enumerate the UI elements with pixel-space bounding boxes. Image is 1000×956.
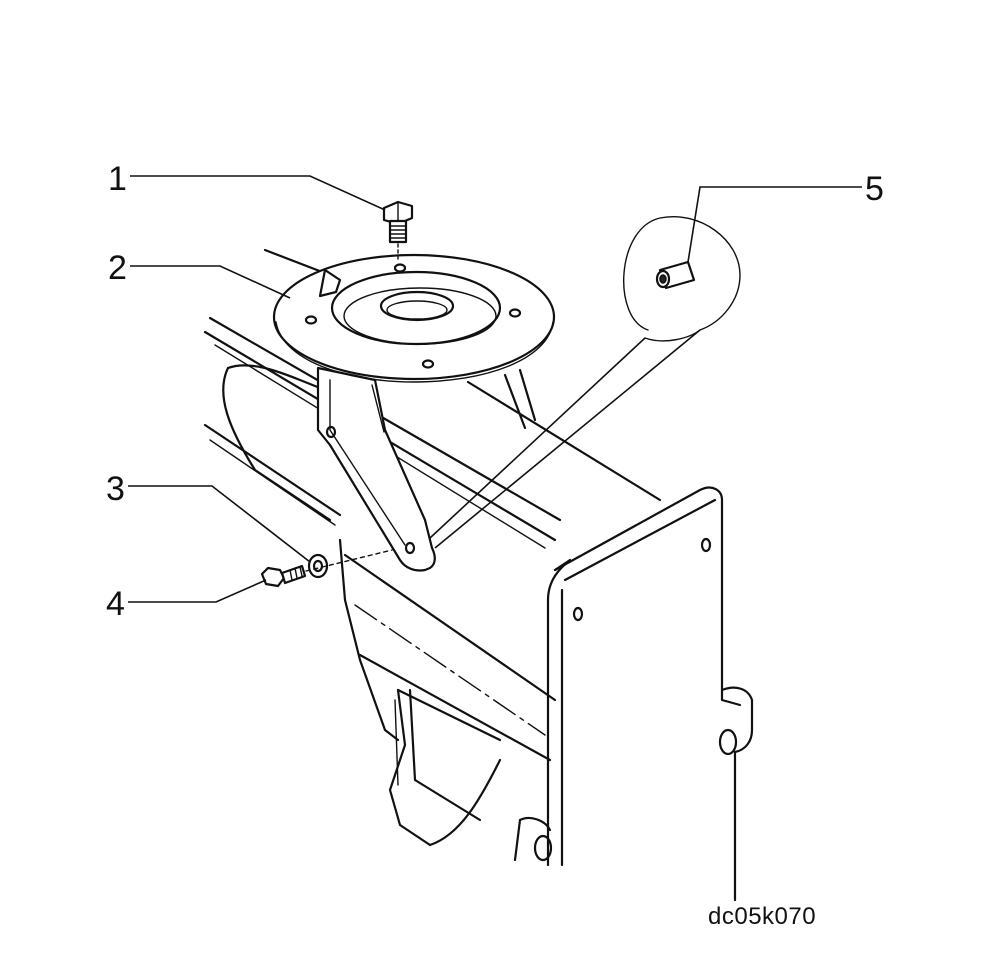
bolt-part-1 xyxy=(382,200,414,263)
bolt-part-4 xyxy=(260,549,393,588)
mounting-bracket xyxy=(272,253,556,572)
end-plate xyxy=(513,486,754,902)
callout-5: 5 xyxy=(865,170,884,208)
detail-circle-part-5 xyxy=(429,216,741,549)
callout-1: 1 xyxy=(108,160,127,198)
callout-3: 3 xyxy=(106,470,125,508)
figure-code: dc05k070 xyxy=(708,903,817,930)
callout-2: 2 xyxy=(108,249,127,287)
callout-4: 4 xyxy=(106,585,125,623)
callout-leaders xyxy=(128,175,862,603)
washer-part-3 xyxy=(307,553,329,579)
